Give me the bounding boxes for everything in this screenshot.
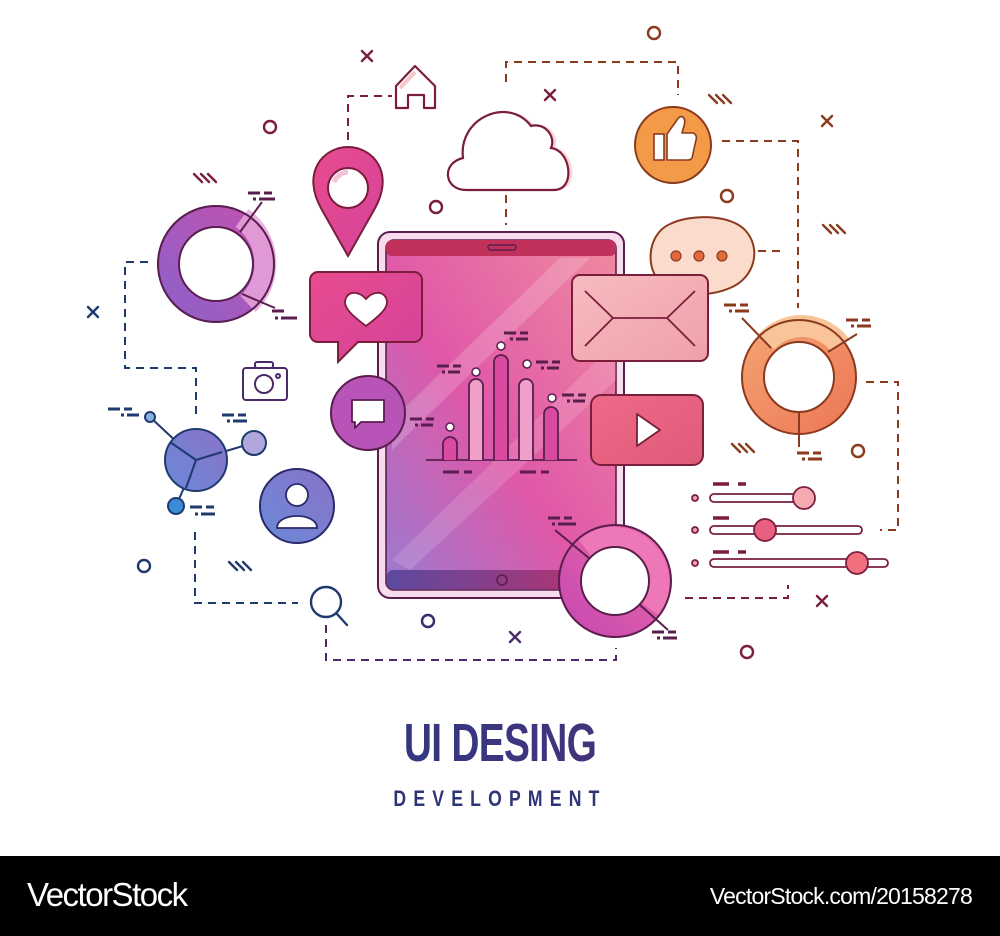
image-reference: VectorStock.com/20158278 bbox=[709, 883, 973, 909]
donut-chart-magenta bbox=[554, 524, 677, 640]
cloud-icon bbox=[446, 110, 573, 192]
donut-chart-purple bbox=[157, 191, 297, 323]
headline-title: UI DESING bbox=[140, 712, 860, 774]
location-pin-icon bbox=[312, 145, 384, 259]
slider-2 bbox=[691, 516, 863, 542]
decorative-crosses bbox=[86, 49, 834, 644]
tablet-device bbox=[377, 231, 625, 599]
ui-design-illustration bbox=[86, 25, 899, 661]
decorative-circles bbox=[136, 25, 866, 660]
thumbs-up-icon bbox=[634, 106, 712, 184]
home-icon bbox=[394, 64, 437, 110]
search-icon bbox=[309, 585, 349, 627]
chat-bubble-icon bbox=[330, 375, 406, 451]
connector-lines bbox=[124, 61, 899, 661]
envelope-icon bbox=[571, 274, 709, 362]
network-pie-icon bbox=[108, 407, 267, 516]
heart-message-icon bbox=[309, 271, 423, 365]
user-icon bbox=[259, 468, 335, 544]
hatch-marks bbox=[192, 93, 847, 572]
donut-chart-orange bbox=[724, 303, 871, 461]
watermark-footer: VectorStock VectorStock.com/20158278 bbox=[0, 856, 1000, 936]
bar-chart bbox=[410, 331, 586, 526]
headline-subtitle: DEVELOPMENT bbox=[393, 786, 607, 811]
play-video-icon bbox=[590, 394, 704, 466]
slider-3 bbox=[691, 550, 889, 575]
slider-controls bbox=[691, 482, 889, 575]
camera-icon bbox=[242, 361, 288, 401]
slider-1 bbox=[691, 482, 816, 510]
brand-logo: VectorStock bbox=[27, 876, 188, 913]
